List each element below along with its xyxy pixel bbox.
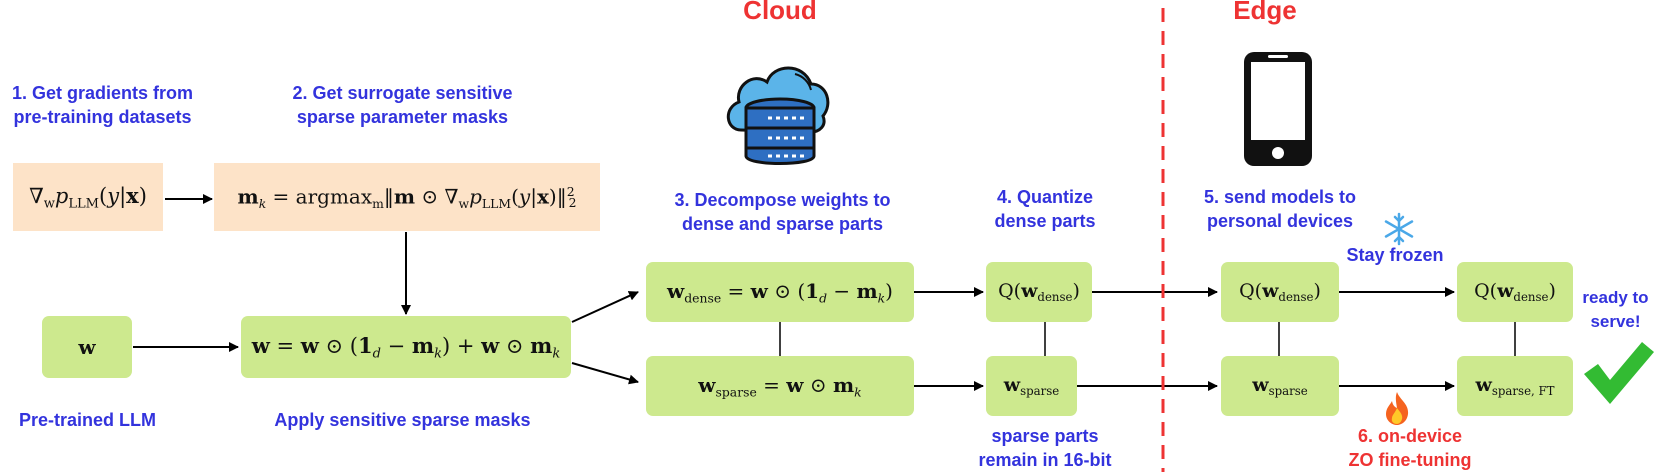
snowflake-icon xyxy=(1384,212,1414,246)
masked-weight-box: w = w ⊙ (1d − mk) + w ⊙ mk xyxy=(241,316,571,378)
edge-quantized-dense-box: Q(wdense) xyxy=(1221,262,1339,322)
step-3-label: 3. Decompose weights to dense and sparse… xyxy=(674,190,891,234)
step-4-label: 4. Quantize dense parts xyxy=(994,187,1096,231)
cloud-header: Cloud xyxy=(743,0,817,25)
mask-formula-box: mk = argmaxm‖m ⊙ ∇wpLLM(y|x)‖22 xyxy=(214,163,600,231)
step-5-label: 5. send models to personal devices xyxy=(1203,187,1357,231)
stay-frozen-label: Stay frozen xyxy=(1346,245,1444,265)
pretrained-weight-box: w xyxy=(42,316,132,378)
arrow-apply-to-dense xyxy=(571,291,639,323)
flame-icon xyxy=(1386,392,1409,425)
quantized-dense-box: Q(wdense) xyxy=(986,262,1092,322)
frozen-quantized-dense-box: Q(wdense) xyxy=(1457,262,1573,322)
dense-weight-box: wdense = w ⊙ (1d − mk) xyxy=(646,262,914,322)
pretrained-llm-label: Pre-trained LLM xyxy=(18,410,156,430)
cloud-server-icon xyxy=(726,66,830,165)
smartphone-icon xyxy=(1244,52,1312,166)
edge-sparse-box: wsparse xyxy=(1221,356,1339,416)
step-1-label: 1. Get gradients from pre-training datas… xyxy=(11,83,194,127)
sparse-weight-box: wsparse = w ⊙ mk xyxy=(646,356,914,416)
apply-masks-label: Apply sensitive sparse masks xyxy=(274,410,531,430)
sparse-16bit-box: wsparse xyxy=(986,356,1077,416)
sparse-16bit-label: sparse parts remain in 16-bit xyxy=(978,426,1112,470)
arrow-apply-to-sparse xyxy=(571,362,639,385)
step-6-label: 6. on-device ZO fine-tuning xyxy=(1348,426,1472,470)
finetuned-sparse-box: wsparse, FT xyxy=(1457,356,1573,416)
edge-header: Edge xyxy=(1233,0,1297,25)
checkmark-icon xyxy=(1584,342,1654,404)
step-2-label: 2. Get surrogate sensitive sparse parame… xyxy=(292,83,513,127)
ready-to-serve-label: ready to serve! xyxy=(1582,288,1649,331)
gradient-formula-box: ∇wpLLM(y|x) xyxy=(13,163,163,231)
